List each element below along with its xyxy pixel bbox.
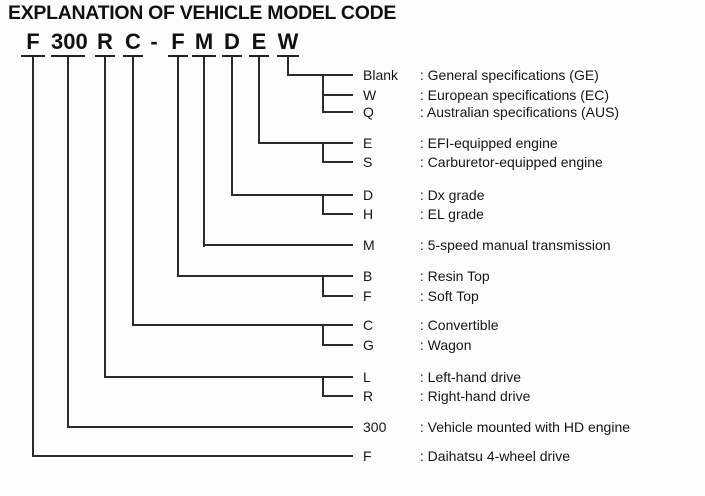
legend-code: H [363,206,374,222]
trunk-line-f2 [177,57,179,277]
code-part-c: C [123,30,143,57]
branch-line-f [32,455,353,457]
legend-description: : General specifications (GE) [419,67,599,83]
code-part-dash: - [150,29,158,54]
subbranch-line-f [322,275,324,297]
legend-row-h: H : EL grade [363,206,484,222]
code-part-e: E [249,30,269,57]
legend-description: : Carburetor-equipped engine [419,154,603,170]
legend-code: F [363,448,372,464]
code-part-r: R [95,30,115,57]
legend-row-blank: Blank : General specifications (GE) [363,67,599,83]
legend-code: E [363,135,373,151]
subbranch-line-wq [322,74,324,113]
legend-row-b: B : Resin Top [363,268,490,284]
legend-description: : Left-hand drive [419,369,522,385]
trunk-line-w [287,57,289,76]
legend-description: : EL grade [419,206,484,222]
legend-code: 300 [363,419,387,435]
legend-row-g: G : Wagon [363,337,472,353]
legend-description: : Right-hand drive [419,388,531,404]
legend-row-r: R : Right-hand drive [363,388,530,404]
legend-description: : European specifications (EC) [419,87,609,103]
subbranch-line-g [322,324,324,346]
legend-code: S [363,154,373,170]
trunk-line-e [258,57,260,144]
legend-description: : Dx grade [419,187,485,203]
legend-code: B [363,268,373,284]
legend-code: Blank [363,67,399,83]
code-part-f1: F [21,30,45,57]
legend-description: : Australian specifications (AUS) [419,104,620,120]
page-title: EXPLANATION OF VEHICLE MODEL CODE [8,2,397,24]
legend-row-l: L : Left-hand drive [363,369,521,385]
stub-line-f [322,295,353,297]
code-part-d: D [222,30,242,57]
legend-code: G [363,337,374,353]
branch-line-300 [67,426,353,428]
legend-description: : EFI-equipped engine [419,135,558,151]
branch-line-c [132,324,353,326]
legend-description: : Daihatsu 4-wheel drive [419,448,571,464]
branch-line-e [258,142,353,144]
legend-code: F [363,288,372,304]
legend-row-c: C : Convertible [363,317,498,333]
branch-line-m [203,244,353,246]
subbranch-line-r [322,376,324,397]
trunk-line-d [231,57,233,196]
legend-code: D [363,187,374,203]
legend-row-m: M : 5-speed manual transmission [363,237,611,253]
stub-line-h [322,213,353,215]
legend-row-e: E : EFI-equipped engine [363,135,558,151]
trunk-line-f1 [32,57,34,457]
code-part-w: W [277,30,299,57]
trunk-line-m [203,57,205,247]
stub-line-g [322,344,353,346]
legend-description: : Vehicle mounted with HD engine [419,419,631,435]
legend-code: W [363,87,377,103]
subbranch-line-h [322,194,324,215]
stub-line-w [322,94,353,96]
branch-line-l [104,376,353,378]
stub-line-q [322,111,353,113]
legend-row-q: Q : Australian specifications (AUS) [363,104,619,120]
legend-description: : Wagon [419,337,472,353]
legend-description: : 5-speed manual transmission [419,237,611,253]
legend-row-f-soft: F : Soft Top [363,288,479,304]
stub-line-r [322,395,353,397]
legend-row-300: 300 : Vehicle mounted with HD engine [363,419,630,435]
legend-code: Q [363,104,374,120]
code-part-300: 300 [51,30,88,57]
legend-row-d: D : Dx grade [363,187,484,203]
legend-code: R [363,388,374,404]
subbranch-line-s [322,142,324,163]
branch-line-blank [287,74,353,76]
legend-code: L [363,369,371,385]
code-part-f2: F [168,30,188,57]
legend-code: M [363,237,375,253]
legend-description: : Soft Top [419,288,479,304]
code-part-m: M [192,30,216,57]
branch-line-d [231,194,353,196]
legend-code: C [363,317,374,333]
legend-row-s: S : Carburetor-equipped engine [363,154,603,170]
stub-line-s [322,161,353,163]
legend-row-f-4wd: F : Daihatsu 4-wheel drive [363,448,570,464]
trunk-line-c [132,57,134,326]
legend-description: : Convertible [419,317,499,333]
branch-line-b [177,275,353,277]
legend-row-w: W : European specifications (EC) [363,87,609,103]
legend-description: : Resin Top [419,268,490,284]
trunk-line-300 [67,57,69,428]
trunk-line-r [104,57,106,378]
